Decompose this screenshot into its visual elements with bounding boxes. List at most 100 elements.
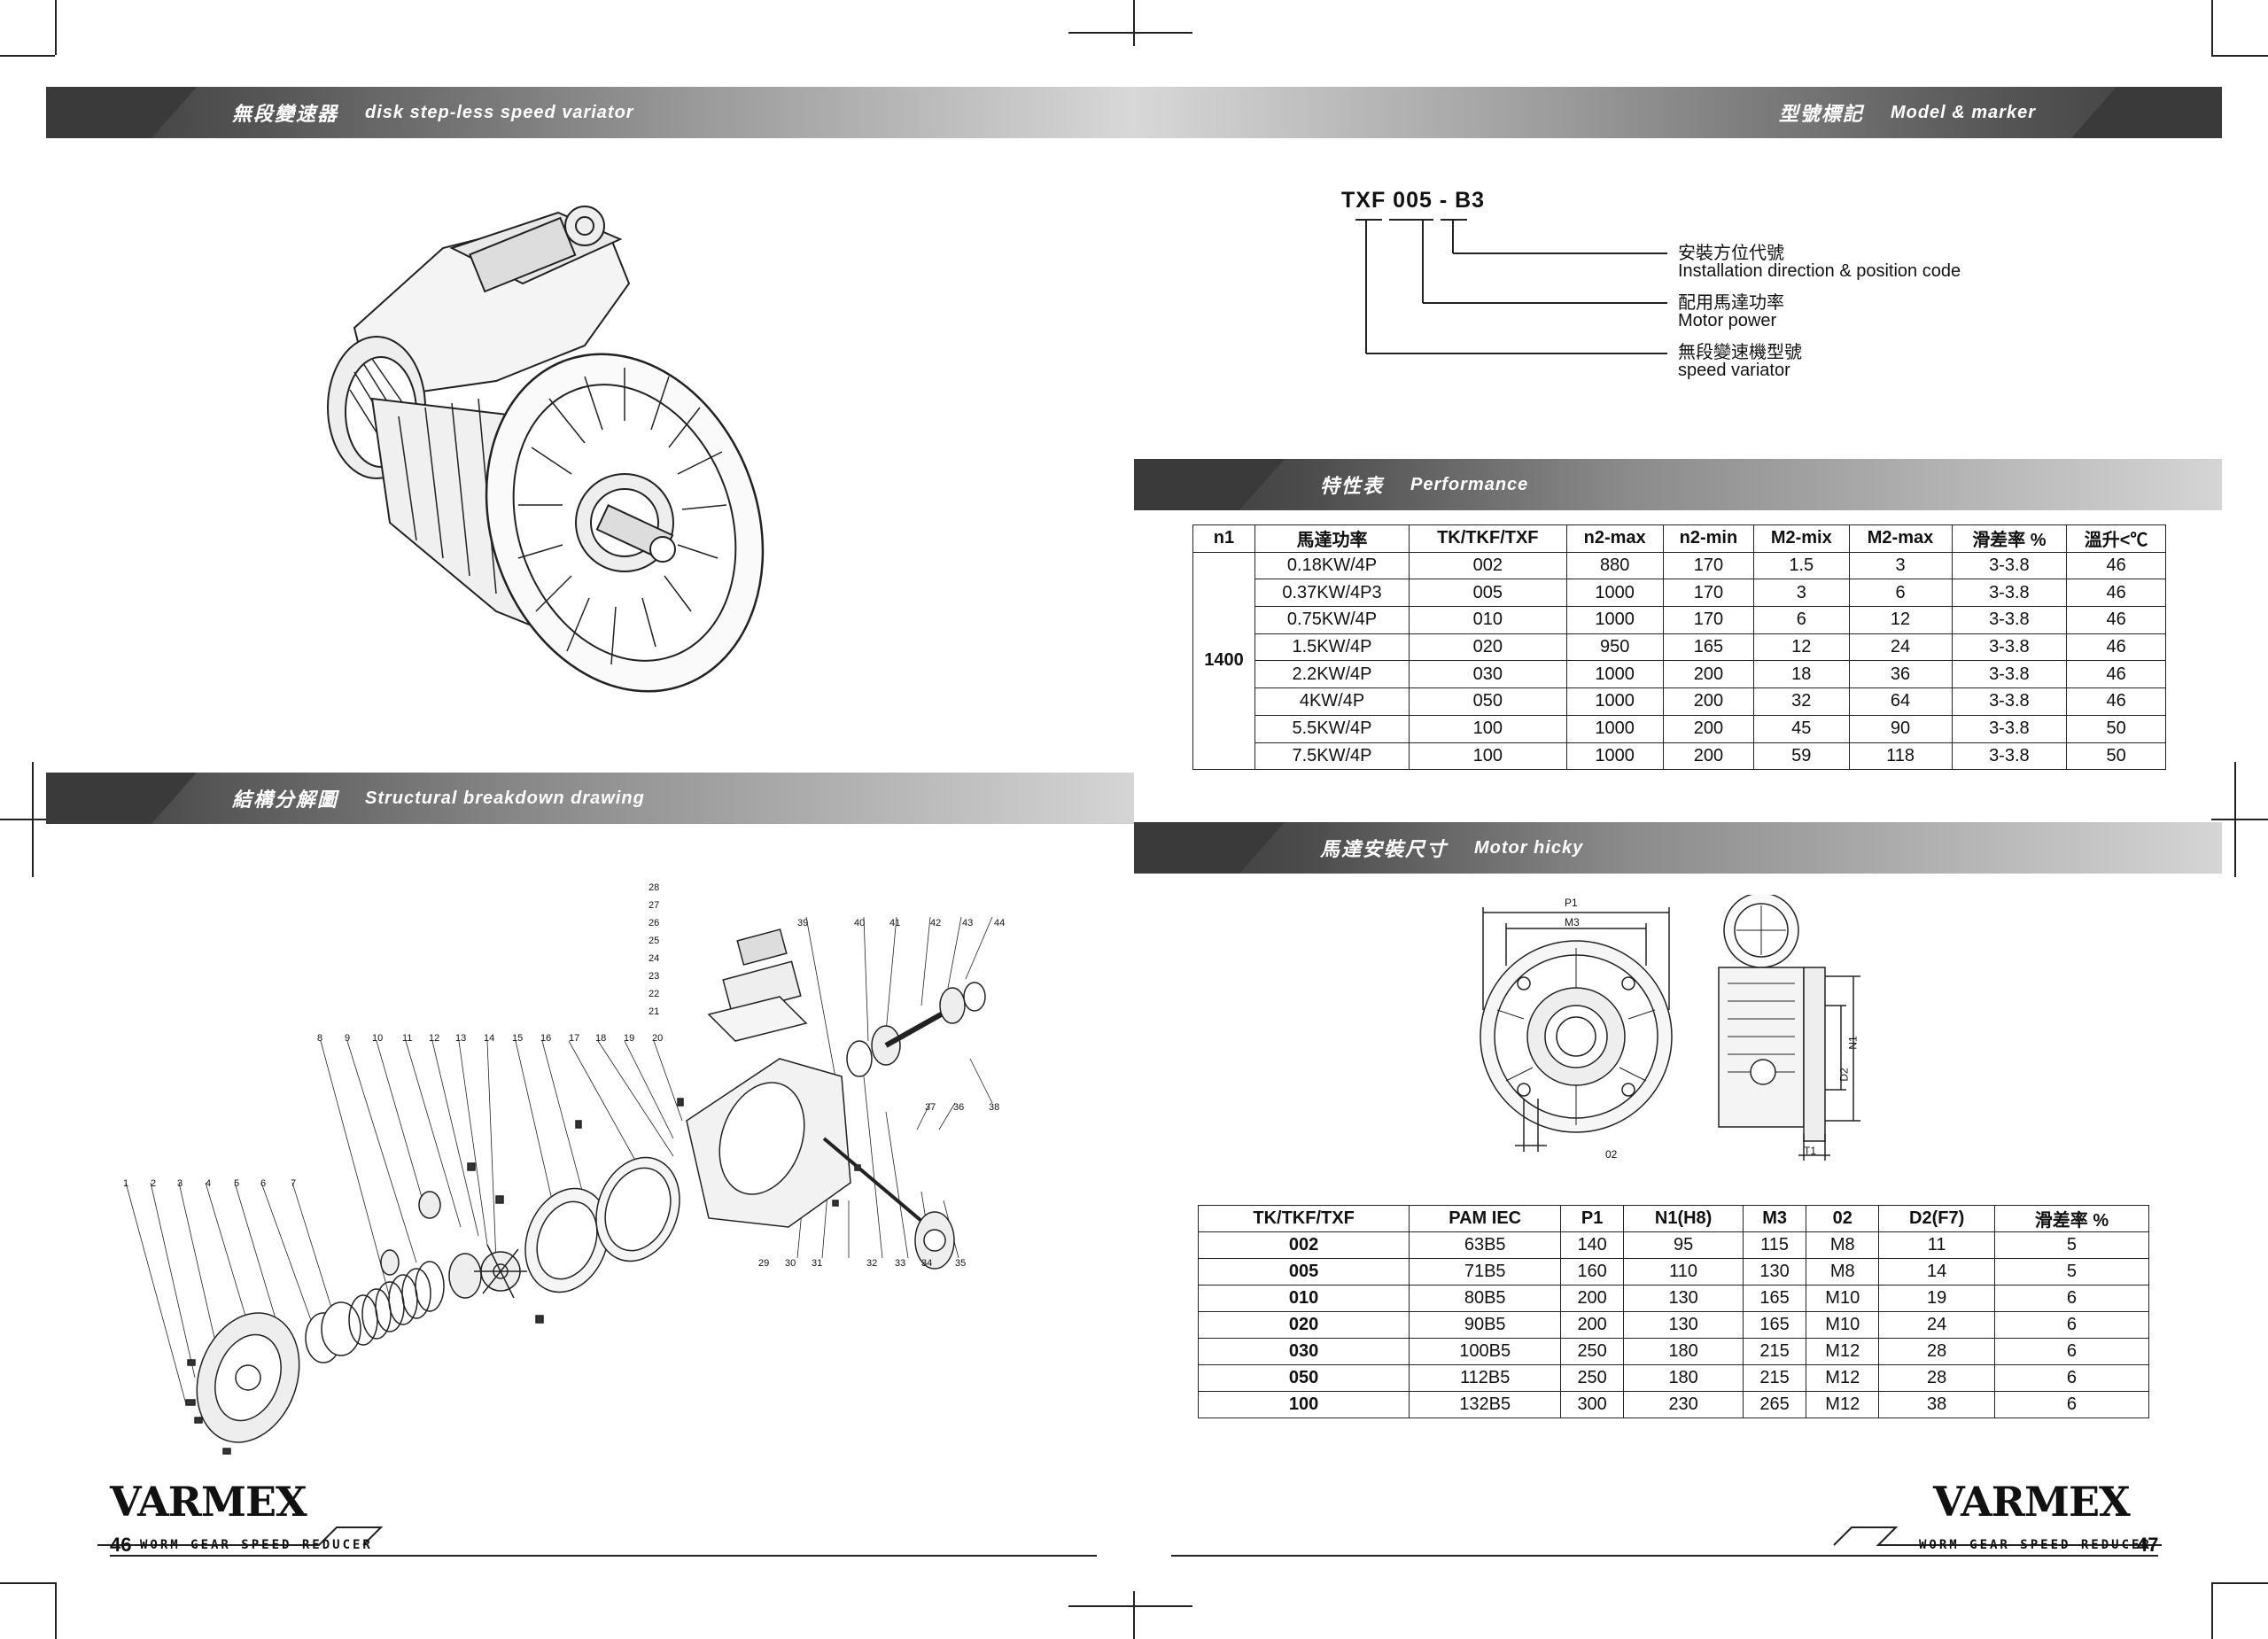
- table-cell: 46: [2066, 687, 2166, 716]
- part-number-label: 38: [989, 1102, 1000, 1113]
- part-number-label: 34: [921, 1258, 933, 1269]
- crop-mark: [0, 1582, 55, 1584]
- part-number-label: 11: [402, 1033, 413, 1044]
- table-cell: 3-3.8: [1951, 714, 2068, 743]
- model-code-leaders: [1355, 219, 1667, 354]
- table-cell: 1.5KW/4P: [1254, 633, 1410, 662]
- crop-mark: [0, 819, 55, 820]
- motor-header-cell: P1: [1560, 1205, 1625, 1232]
- crop-mark: [2211, 1582, 2268, 1584]
- model-label-power-cn: 配用馬達功率: [1678, 293, 1784, 313]
- table-cell: 6: [1753, 606, 1850, 634]
- dim-label-m3: M3: [1565, 916, 1580, 928]
- crop-mark: [0, 55, 55, 57]
- table-cell: M12: [1806, 1338, 1880, 1365]
- table-cell: 200: [1560, 1311, 1625, 1339]
- table-cell: 130: [1743, 1258, 1807, 1286]
- table-cell: 160: [1560, 1258, 1625, 1286]
- model-code: TXF 005 - B3: [1341, 188, 1486, 213]
- part-number-label: 18: [595, 1033, 607, 1044]
- motor-header-cell: 滑差率 %: [1993, 1205, 2150, 1232]
- model-label-variator-en: speed variator: [1678, 361, 1790, 380]
- right-footer-text: WORM GEAR SPEED REDUCER: [1919, 1538, 2152, 1552]
- table-cell: 46: [2066, 660, 2166, 689]
- crop-mark: [55, 0, 57, 55]
- table-cell: 050: [1409, 687, 1567, 716]
- top-header-bar: 無段變速器 disk step-less speed variator 型號標記…: [46, 87, 2222, 138]
- table-cell: 46: [2066, 606, 2166, 634]
- part-number-label: 29: [758, 1258, 770, 1269]
- table-cell: M10: [1806, 1285, 1880, 1312]
- part-number-label: 30: [785, 1258, 796, 1269]
- table-cell: 165: [1743, 1311, 1807, 1339]
- part-number-label: 17: [569, 1033, 580, 1044]
- model-label-variator-cn: 無段變速機型號: [1678, 343, 1802, 362]
- perf-header-cell: M2-mix: [1753, 524, 1850, 553]
- left-logo-swoosh: [97, 1526, 384, 1546]
- part-number-label: 5: [234, 1178, 240, 1189]
- table-cell: 005: [1197, 1258, 1410, 1286]
- crop-mark: [1068, 1605, 1192, 1607]
- model-label-power: 配用馬達功率 Motor power: [1678, 294, 1784, 330]
- crop-mark: [1133, 1591, 1135, 1639]
- table-cell: 050: [1197, 1364, 1410, 1392]
- table-cell: 46: [2066, 633, 2166, 662]
- part-number-label: 44: [994, 918, 1006, 928]
- table-cell: 200: [1662, 742, 1755, 771]
- right-logo: VARMEX: [1933, 1478, 2131, 1526]
- left-footer-text: WORM GEAR SPEED REDUCER: [140, 1538, 373, 1552]
- table-cell: 0.18KW/4P: [1254, 551, 1410, 580]
- table-cell: 80B5: [1409, 1285, 1562, 1312]
- part-number-label: 37: [925, 1102, 936, 1113]
- part-number-label: 3: [177, 1178, 183, 1189]
- table-cell: 11: [1878, 1231, 1995, 1259]
- motor-header-cell: M3: [1743, 1205, 1807, 1232]
- table-cell: 130: [1623, 1311, 1744, 1339]
- table-cell: 100B5: [1409, 1338, 1562, 1365]
- part-number-label: 28: [649, 882, 660, 893]
- table-cell: 030: [1197, 1338, 1410, 1365]
- table-cell: 0.37KW/4P3: [1254, 579, 1410, 608]
- table-cell: 46: [2066, 551, 2166, 580]
- table-cell: 32: [1753, 687, 1850, 716]
- crop-mark: [1068, 32, 1192, 34]
- table-cell: 170: [1662, 579, 1755, 608]
- perf-n1-cell: 1400: [1192, 551, 1255, 771]
- perf-header-cell: 馬達功率: [1254, 524, 1410, 553]
- table-cell: 46: [2066, 579, 2166, 608]
- table-cell: M8: [1806, 1231, 1880, 1259]
- table-cell: 6: [1993, 1338, 2150, 1365]
- part-number-label: 9: [345, 1033, 351, 1044]
- table-cell: 132B5: [1409, 1391, 1562, 1418]
- table-cell: 250: [1560, 1338, 1625, 1365]
- part-number-label: 6: [260, 1178, 267, 1189]
- part-number-label: 23: [649, 971, 660, 982]
- table-cell: 165: [1743, 1285, 1807, 1312]
- part-number-label: 1: [123, 1178, 129, 1189]
- table-cell: 215: [1743, 1338, 1807, 1365]
- table-cell: 110: [1623, 1258, 1744, 1286]
- table-cell: 36: [1848, 660, 1953, 689]
- crop-mark: [2211, 55, 2268, 57]
- table-cell: 170: [1662, 551, 1755, 580]
- table-cell: 1.5: [1753, 551, 1850, 580]
- table-cell: 50: [2066, 742, 2166, 771]
- motor-header-cell: N1(H8): [1623, 1205, 1744, 1232]
- table-cell: 6: [1848, 579, 1953, 608]
- motor-header-cell: PAM IEC: [1409, 1205, 1562, 1232]
- part-number-label: 14: [484, 1033, 495, 1044]
- table-cell: 030: [1409, 660, 1567, 689]
- table-cell: M8: [1806, 1258, 1880, 1286]
- table-cell: 165: [1662, 633, 1755, 662]
- table-cell: 90B5: [1409, 1311, 1562, 1339]
- breakdown-header-cn: 結構分解圖: [232, 789, 339, 812]
- motor-header-cn: 馬達安裝尺寸: [1320, 839, 1449, 861]
